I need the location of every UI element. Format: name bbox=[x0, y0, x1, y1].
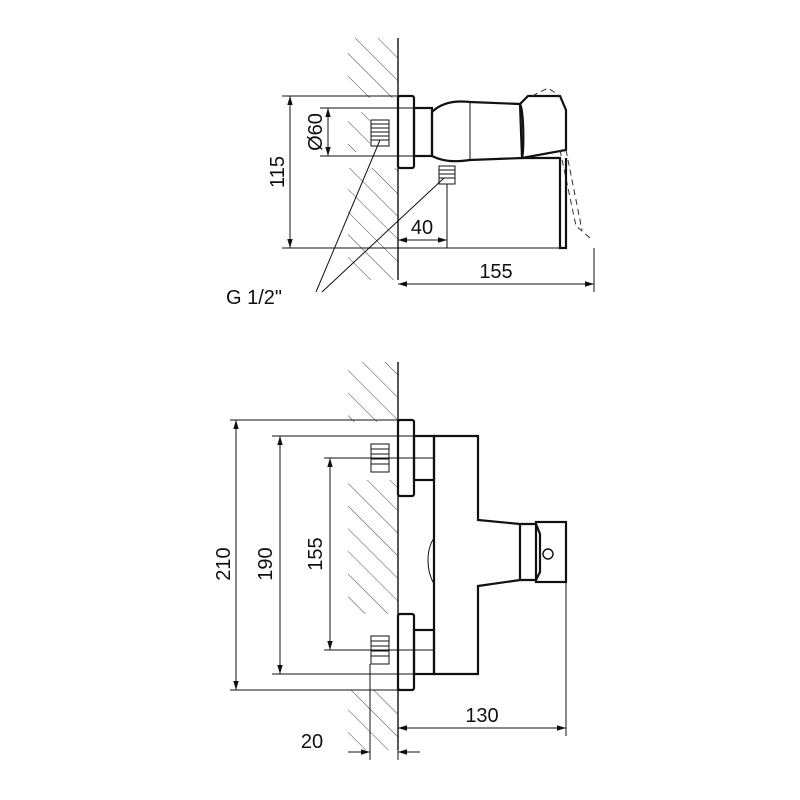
dimension-155-bottom: 155 bbox=[305, 457, 434, 651]
flange-top bbox=[396, 94, 416, 170]
dimension-115: 115 bbox=[267, 95, 560, 249]
wall-hatch-top bbox=[348, 38, 399, 280]
dim-label-155-bottom: 155 bbox=[305, 537, 327, 570]
dim-label-210: 210 bbox=[213, 547, 235, 580]
mixer-body-front bbox=[432, 434, 522, 676]
dim-label-40: 40 bbox=[411, 217, 433, 239]
dimension-40: 40 bbox=[398, 184, 448, 248]
dim-label-diameter: Ø60 bbox=[305, 113, 327, 151]
dimension-190: 190 bbox=[255, 435, 414, 675]
dim-label-190: 190 bbox=[255, 547, 277, 580]
dim-label-115: 115 bbox=[267, 156, 289, 188]
handle-knob bbox=[534, 520, 568, 584]
nut-lower bbox=[412, 628, 436, 676]
dimension-155-top: 155 bbox=[398, 248, 595, 292]
flange-lower bbox=[396, 612, 416, 692]
top-view: 115 Ø60 40 155 G 1/2" bbox=[226, 38, 595, 309]
dimension-diameter-60: Ø60 bbox=[305, 107, 414, 157]
nut-top bbox=[412, 106, 434, 158]
outlet-bracket bbox=[522, 156, 568, 250]
thread-inlet-lower bbox=[370, 635, 390, 665]
outlet-nipple bbox=[438, 165, 456, 185]
thread-leader: G 1/2" bbox=[226, 139, 445, 309]
dim-label-20: 20 bbox=[301, 731, 323, 753]
thread-inlet-top bbox=[370, 119, 390, 147]
dimension-130: 130 bbox=[398, 582, 567, 736]
cartridge bbox=[520, 522, 542, 582]
dim-label-130: 130 bbox=[465, 705, 498, 727]
knob-screw bbox=[542, 548, 554, 560]
wall-hatch-bottom bbox=[348, 362, 399, 750]
dimension-20: 20 bbox=[301, 664, 420, 760]
thread-label: G 1/2" bbox=[226, 287, 282, 309]
dimension-210: 210 bbox=[213, 419, 398, 691]
bottom-view: 210 190 155 20 130 bbox=[213, 362, 568, 760]
dim-label-155-top: 155 bbox=[479, 261, 512, 283]
faucet-body-side bbox=[430, 100, 525, 163]
body-arc bbox=[427, 537, 435, 585]
lever-handle-side bbox=[518, 94, 568, 160]
